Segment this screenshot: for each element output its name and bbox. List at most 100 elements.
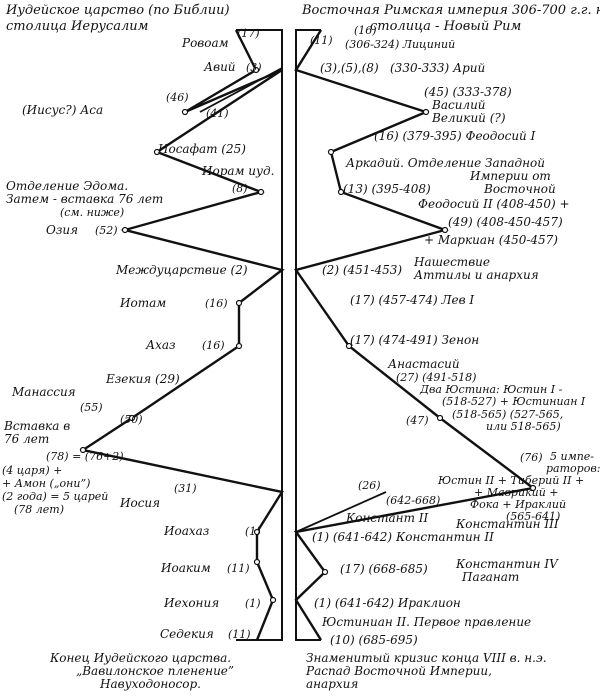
label-four-4: (78 лет) — [14, 503, 65, 516]
center-frame — [236, 29, 283, 641]
label-r-konstantin4-1: Константин IV — [456, 557, 558, 571]
label-iosafat: Иосафат (25) — [158, 142, 246, 156]
label-ahaz: Ахаз — [146, 338, 176, 352]
label-iotam: Иотам — [120, 296, 167, 310]
label-r-just4: или 518-565) — [486, 420, 561, 433]
label-r-feodosiy: (16) (379-395) Феодосий I — [374, 129, 536, 143]
label-r-justinian2: Юстиниан II. Первое правление — [322, 615, 532, 629]
label-r-konstantin4-2: Паганат — [462, 570, 520, 584]
label-r-five-1: 5 импе- — [550, 450, 595, 463]
label-v31: (31) — [174, 482, 197, 495]
label-v17: (17) — [237, 27, 260, 40]
label-manassiya: Манассия — [12, 385, 76, 399]
label-r-five-3: Юстин II + Тиберий II + — [438, 474, 585, 487]
label-r-vasiliy-2: Великий (?) — [432, 111, 506, 125]
label-oziya: Озия — [46, 223, 79, 237]
label-insert-1: Вставка в — [4, 419, 71, 433]
label-ioakim: Иоаким — [161, 561, 211, 575]
label-sedekiya: Седекия — [160, 627, 214, 641]
label-r-arkadiy-3: (13) (395-408) — [343, 182, 431, 196]
label-v3: (3) — [246, 61, 262, 74]
label-v41: (41) — [206, 107, 229, 120]
label-r-v45: (45) (333-378) — [424, 85, 512, 99]
label-four-1: (4 царя) + — [2, 464, 63, 477]
label-r-v2: (2) (451-453) — [322, 263, 403, 277]
judah-reign-line — [79, 29, 285, 641]
left-title: Иудейское царство (по Библии) — [6, 3, 230, 18]
label-edom-1: Отделение Эдома. — [6, 179, 129, 193]
center-frame-right — [295, 29, 321, 641]
label-r-just2: (518-527) + Юстиниан I — [442, 395, 586, 408]
label-iosiya: Иосия — [120, 496, 161, 510]
label-r-liciniy: (306-324) Лициний — [345, 38, 456, 51]
label-asa: (Иисус?) Аса — [22, 103, 104, 117]
label-r-v17r: (17) (668-685) — [340, 562, 428, 576]
footer-right-1: Знаменитый кризис конца VIII в. н.э. — [306, 651, 547, 665]
label-r-v11: (11) — [310, 34, 333, 47]
label-r-markian: + Маркиан (450-457) — [424, 233, 558, 247]
label-r-lev: (17) (457-474) Лев I — [350, 293, 475, 307]
label-v16a: (16) — [205, 297, 228, 310]
footer-right-3: анархия — [306, 677, 359, 691]
byzantine-reign-line — [293, 29, 536, 641]
label-v11b: (11) — [228, 628, 251, 641]
label-r-konstant: Констант II — [346, 511, 429, 525]
label-ezekiya: Езекия (29) — [106, 372, 180, 386]
footer-left-1: Конец Иудейского царства. — [50, 651, 232, 665]
label-r-anastasiy: Анастасий — [388, 357, 460, 371]
label-r-v3s: (3),(5),(8) — [320, 61, 379, 75]
label-r-attila-2: Аттилы и анархия — [414, 268, 539, 282]
label-edom-2: Затем - вставка 76 лет — [6, 192, 164, 206]
label-r-konstantin2: Константин II — [396, 530, 494, 544]
label-r-five-2: раторов: — [546, 462, 600, 475]
label-four-2: + Амон („они”) — [2, 477, 91, 490]
label-v50: (50) — [120, 413, 143, 426]
label-r-v49: (49) (408-450-457) — [448, 215, 563, 229]
label-r-zenon: (17) (474-491) Зенон — [350, 333, 480, 347]
label-r-vasiliy-1: Василий — [432, 98, 486, 112]
label-iehoniya: Иехония — [164, 596, 220, 610]
label-r-irakl: (1) (641-642) Ираклион — [314, 596, 461, 610]
label-v11a: (11) — [227, 562, 250, 575]
right-capital: столица - Новый Рим — [370, 19, 522, 34]
right-title: Восточная Римская империя 306-700 г.г. н… — [302, 3, 600, 18]
label-v1a: (1) — [245, 525, 261, 538]
label-r-arkadiy-1: Аркадий. Отделение Западной — [346, 156, 545, 170]
label-r-arkadiy-2: Империи от — [470, 169, 551, 183]
label-r-v76: (76) — [520, 451, 543, 464]
label-r-v10: (10) (685-695) — [330, 633, 418, 647]
label-insert-2: 76 лет — [4, 432, 50, 446]
footer-left-2: „Вавилонское пленение” — [76, 664, 235, 678]
label-r-attila-1: Нашествие — [414, 255, 491, 269]
label-v46: (46) — [166, 91, 189, 104]
label-r-feodosiy2: Феодосий II (408-450) + — [418, 197, 570, 211]
label-v78: (78) = (76+2) — [46, 450, 124, 463]
left-capital: столица Иерусалим — [6, 19, 149, 34]
label-r-konstantin3: Константин III — [456, 517, 559, 531]
label-edom-3: (см. ниже) — [60, 206, 125, 219]
label-r-v27: (27) (491-518) — [396, 371, 477, 384]
label-r-twojust: Два Юстина: Юстин I - — [420, 383, 563, 396]
footer-left-3: Навуходоносор. — [100, 677, 201, 691]
label-r-v47: (47) — [406, 414, 429, 427]
label-ioahaz: Иоахаз — [164, 524, 210, 538]
footer-right-2: Распад Восточной Империи, — [306, 664, 492, 678]
reign-markers — [79, 66, 537, 604]
label-v1b: (1) — [245, 597, 261, 610]
label-r-v1: (1) (641-642) — [312, 530, 393, 544]
label-r-arkadiy-4: Восточной — [484, 182, 556, 196]
label-r-five-6: (565-641) — [506, 510, 561, 523]
label-r-v26: (26) — [358, 479, 381, 492]
label-r-just3: (518-565) (527-565, — [452, 408, 564, 421]
label-ioram: Иорам иуд. — [202, 164, 275, 178]
label-rovoam: Ровоам — [182, 36, 229, 50]
label-r-v642: (642-668) — [386, 494, 441, 507]
label-v16b: (16) — [202, 339, 225, 352]
label-v52: (52) — [95, 224, 118, 237]
label-r-five-4: + Маврикий + — [474, 486, 559, 499]
label-r-v16: (16) — [354, 24, 377, 37]
label-r-ariy: (330-333) Арий — [390, 61, 486, 75]
label-r-five-5: Фока + Ираклий — [470, 498, 567, 511]
label-v55: (55) — [80, 401, 103, 414]
